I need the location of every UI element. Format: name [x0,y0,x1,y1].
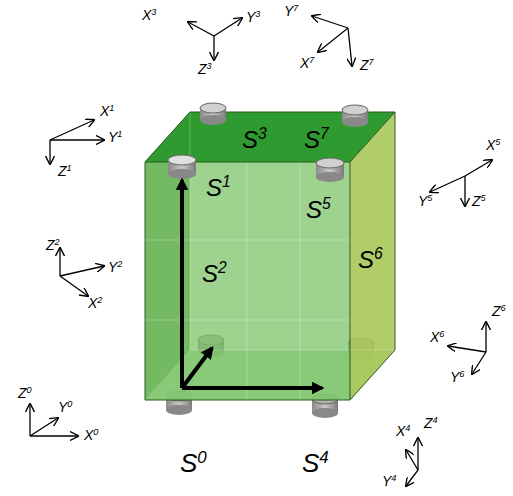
axis-label: Z5 [472,194,486,208]
axis-label: X7 [300,56,314,70]
axis-label: Z7 [360,58,374,72]
sensor-label: S0 [180,450,207,476]
cube [145,112,395,400]
axis-label: Z3 [198,62,212,76]
axis-label: Y0 [58,400,72,414]
axis-label: Y5 [418,194,432,208]
sensor-label: S1 [206,176,231,200]
axis-label: Y4 [382,474,396,488]
coordinate-frames [30,16,492,486]
axis-label: X1 [100,104,114,118]
sensor-label: S5 [306,198,331,222]
body-axes [182,180,322,388]
axis-label: X4 [396,424,410,438]
axis-label: X6 [430,330,444,344]
axis-label: X0 [84,428,98,442]
axis-label: X5 [486,138,500,152]
sensor-label: S3 [242,128,267,152]
axis-label: Y1 [108,130,122,144]
sensor-label: S2 [202,262,227,286]
sensor-label: S7 [304,128,329,152]
axis-label: Y3 [246,10,260,24]
axis-label: Y6 [450,370,464,384]
sensor-label: S4 [302,450,329,476]
axis-label: Z1 [58,164,72,178]
axis-label: Z6 [492,304,506,318]
sensor-cylinder [168,103,368,182]
axis-label: Z2 [46,238,60,252]
axis-label: Y7 [284,4,298,18]
axis-label: Y2 [108,260,122,274]
axis-label: X3 [142,8,156,22]
axis-label: Z4 [424,416,438,430]
axis-label: Z0 [18,386,32,400]
axis-label: X2 [88,296,102,310]
sensor-label: S6 [358,248,383,272]
